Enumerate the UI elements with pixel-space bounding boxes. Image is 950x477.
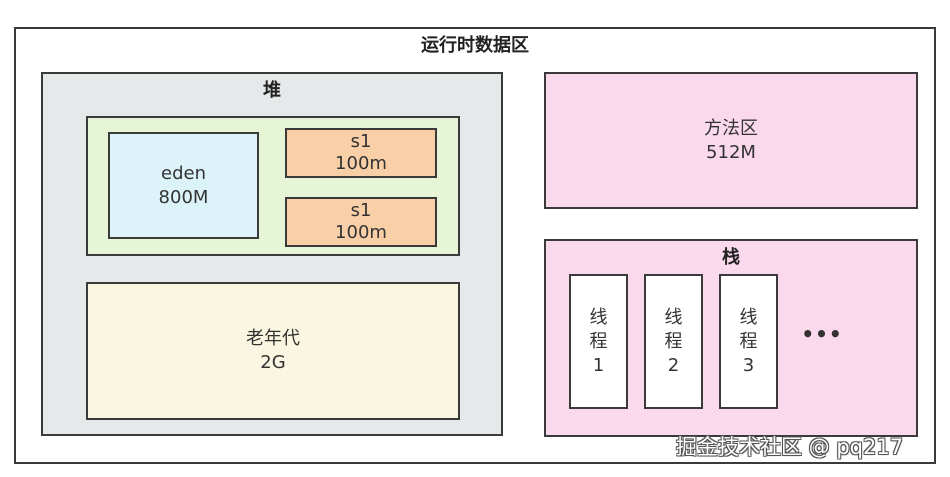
method-area: 方法区 512M: [544, 72, 918, 209]
method-area-name: 方法区: [704, 117, 758, 139]
thread-3: 线 程 3: [719, 274, 778, 409]
old-gen-size: 2G: [260, 352, 286, 373]
thread-number: 1: [592, 354, 605, 376]
thread-label-line: 线: [664, 306, 683, 328]
thread-label-line: 线: [739, 306, 758, 328]
survivor-size: 100m: [335, 222, 387, 243]
thread-number: 2: [667, 354, 680, 376]
old-generation: 老年代 2G: [86, 282, 460, 420]
old-gen-name: 老年代: [246, 328, 300, 349]
eden-name: eden: [161, 162, 206, 184]
runtime-data-area-title: 运行时数据区: [421, 35, 529, 56]
survivor-size: 100m: [335, 153, 387, 174]
stack-title: 栈: [722, 247, 740, 268]
thread-number: 3: [742, 354, 755, 376]
heap-title: 堆: [263, 80, 281, 101]
thread-1: 线 程 1: [569, 274, 628, 409]
thread-label-line: 程: [664, 330, 683, 352]
watermark-text: 掘金技术社区 @ pq217: [676, 435, 904, 459]
thread-2: 线 程 2: [644, 274, 703, 409]
survivor-space-1: s1 100m: [285, 128, 437, 178]
method-area-size: 512M: [706, 141, 756, 163]
eden-size: 800M: [158, 186, 209, 208]
thread-label-line: 程: [739, 330, 758, 352]
survivor-space-2: s1 100m: [285, 197, 437, 247]
survivor-name: s1: [350, 200, 372, 221]
thread-label-line: 程: [589, 330, 608, 352]
thread-label-line: 线: [589, 306, 608, 328]
eden-space: eden 800M: [108, 132, 259, 239]
survivor-name: s1: [350, 131, 372, 152]
more-threads-ellipsis: •••: [801, 322, 843, 346]
